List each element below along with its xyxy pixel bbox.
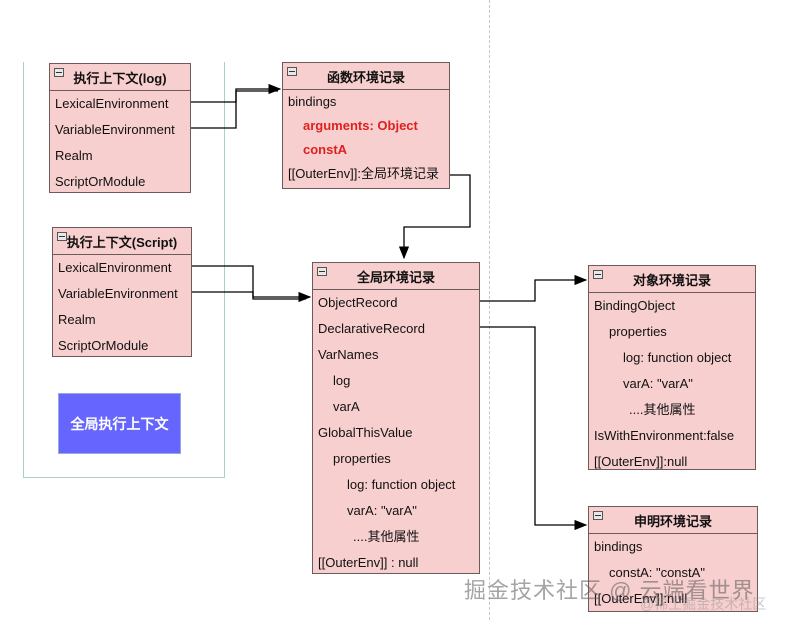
row-global-this-value: GlobalThisValue [318, 425, 413, 440]
field-realm: Realm [55, 148, 93, 163]
row-prop-varA: varA: "varA" [347, 503, 417, 518]
row-outer-env: [[OuterEnv]]:null [594, 454, 688, 469]
row-properties: properties [333, 451, 391, 466]
row-is-with-environment: IsWithEnvironment:false [594, 428, 735, 443]
global-execution-context[interactable]: 全局执行上下文 [58, 393, 181, 454]
row-bindings: bindings [594, 539, 643, 554]
row-object-record: ObjectRecord [318, 295, 398, 310]
collapse-icon[interactable] [593, 270, 603, 279]
function-environment-record[interactable]: 函数环境记录 bindings arguments: Object constA… [282, 62, 450, 189]
row-outer-env: [[OuterEnv]]:全局环境记录 [288, 166, 439, 181]
box-header: 全局环境记录 [313, 263, 479, 290]
row-properties: properties [609, 324, 667, 339]
execution-context-log[interactable]: 执行上下文(log) LexicalEnvironment VariableEn… [49, 63, 191, 193]
row-prop-log: log: function object [347, 477, 456, 492]
execution-context-stack [23, 62, 225, 478]
collapse-icon[interactable] [287, 67, 297, 76]
row-constA: constA: "constA" [609, 565, 705, 580]
field-script-or-module: ScriptOrModule [58, 338, 149, 353]
field-script-or-module: ScriptOrModule [55, 174, 146, 189]
box-title: 全局环境记录 [356, 269, 435, 285]
box-title: 执行上下文(log) [73, 70, 167, 86]
row-prop-others: ....其他属性 [353, 529, 420, 544]
field-realm: Realm [58, 312, 96, 327]
row-prop-others: ....其他属性 [629, 402, 696, 417]
row-declarative-record: DeclarativeRecord [318, 321, 425, 336]
field-variable-environment: VariableEnvironment [58, 286, 178, 301]
row-arguments: arguments: Object [303, 118, 418, 133]
declarative-environment-record[interactable]: 申明环境记录 bindings constA: "constA" [[Outer… [588, 506, 758, 612]
field-lexical-environment: LexicalEnvironment [58, 260, 172, 275]
connector-function-outer [398, 174, 471, 260]
connector-log-variable [191, 90, 278, 129]
box-title: 执行上下文(Script) [66, 234, 178, 250]
row-outer-env: [[OuterEnv]] : null [318, 555, 419, 570]
watermark: 掘金技术社区 @ 云端看世界 [464, 578, 755, 603]
execution-context-script[interactable]: 执行上下文(Script) LexicalEnvironment Variabl… [52, 227, 192, 357]
divider-line [489, 0, 490, 620]
box-title: 函数环境记录 [326, 69, 405, 85]
watermark-sub: @稀土掘金技术社区 [640, 596, 767, 612]
collapse-icon[interactable] [593, 511, 603, 520]
connector-script-lexical [192, 265, 312, 303]
box-title: 申明环境记录 [633, 513, 712, 529]
box-header: 执行上下文(Script) [53, 228, 191, 255]
row-binding-object: BindingObject [594, 298, 675, 313]
box-title: 对象环境记录 [632, 272, 711, 288]
object-environment-record[interactable]: 对象环境记录 BindingObject properties log: fun… [588, 265, 756, 470]
row-var-names: VarNames [318, 347, 379, 362]
collapse-icon[interactable] [57, 232, 67, 241]
box-header: 函数环境记录 [283, 63, 449, 90]
row-constA: constA [303, 142, 348, 157]
connector-script-variable [192, 291, 306, 300]
row-var-log: log [333, 373, 351, 388]
row-bindings: bindings [288, 94, 337, 109]
row-outer-env: [[OuterEnv]]:null [594, 591, 688, 606]
row-var-varA: varA [333, 399, 360, 414]
connector-object-record [480, 274, 588, 302]
global-environment-record[interactable]: 全局环境记录 ObjectRecord DeclarativeRecord Va… [312, 262, 480, 574]
field-lexical-environment: LexicalEnvironment [55, 96, 169, 111]
box-header: 申明环境记录 [589, 507, 757, 534]
collapse-icon[interactable] [317, 267, 327, 276]
row-prop-varA: varA: "varA" [623, 376, 693, 391]
row-prop-log: log: function object [623, 350, 732, 365]
field-variable-environment: VariableEnvironment [55, 122, 175, 137]
connector-declarative-record [480, 326, 588, 531]
collapse-icon[interactable] [54, 68, 64, 77]
box-header: 对象环境记录 [589, 266, 755, 293]
box-header: 执行上下文(log) [50, 64, 190, 91]
